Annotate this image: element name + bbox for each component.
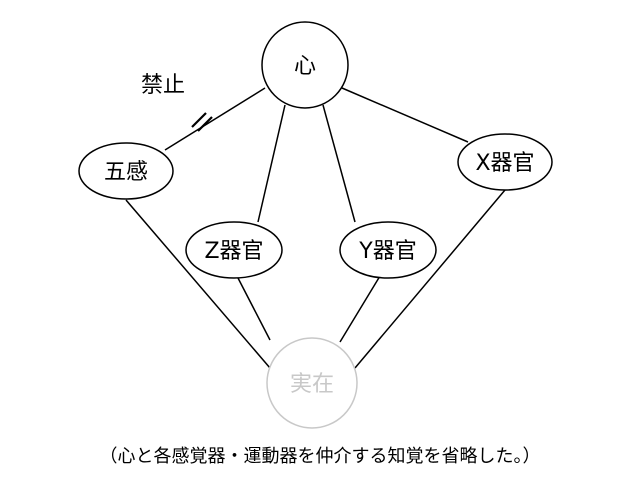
- break-slash-2: [197, 116, 213, 132]
- node-reality-label: 実在: [290, 372, 334, 397]
- node-y-organ: Y器官: [339, 221, 437, 279]
- node-y-organ-label: Y器官: [358, 239, 416, 264]
- node-mind: 心: [261, 21, 349, 109]
- node-z-organ-label: Z器官: [204, 239, 263, 264]
- node-mind-shape: [261, 21, 349, 109]
- edge-mind-x-organ: [341, 87, 469, 143]
- edge-mind-z-organ: [257, 104, 286, 223]
- edge-x-organ-reality: [354, 189, 506, 369]
- node-five-senses-shape: [78, 142, 174, 200]
- edge-z-organ-reality: [237, 277, 271, 341]
- node-z-organ: Z器官: [185, 221, 283, 279]
- break-slash-1: [191, 112, 207, 128]
- node-y-organ-shape: [339, 221, 437, 279]
- edge-mind-five-senses: [164, 87, 266, 151]
- edge-mind-y-organ: [322, 104, 356, 223]
- edge-y-organ-reality: [339, 275, 381, 343]
- node-five-senses-label: 五感: [104, 160, 148, 185]
- edge-label-forbidden: 禁止: [141, 73, 185, 98]
- node-five-senses: 五感: [78, 142, 174, 200]
- edges: [125, 87, 506, 369]
- node-mind-label: 心: [294, 54, 316, 79]
- diagram-caption: （心と各感覚器・運動器を仲介する知覚を省略した。）: [99, 446, 541, 467]
- forbidden-break-mark: [191, 112, 213, 132]
- node-reality-shape: [266, 337, 358, 429]
- node-x-organ: X器官: [457, 133, 553, 191]
- node-z-organ-shape: [185, 221, 283, 279]
- edge-five-senses-reality: [125, 199, 271, 369]
- node-x-organ-shape: [457, 133, 553, 191]
- node-reality: 実在: [266, 337, 358, 429]
- node-x-organ-label: X器官: [475, 151, 534, 176]
